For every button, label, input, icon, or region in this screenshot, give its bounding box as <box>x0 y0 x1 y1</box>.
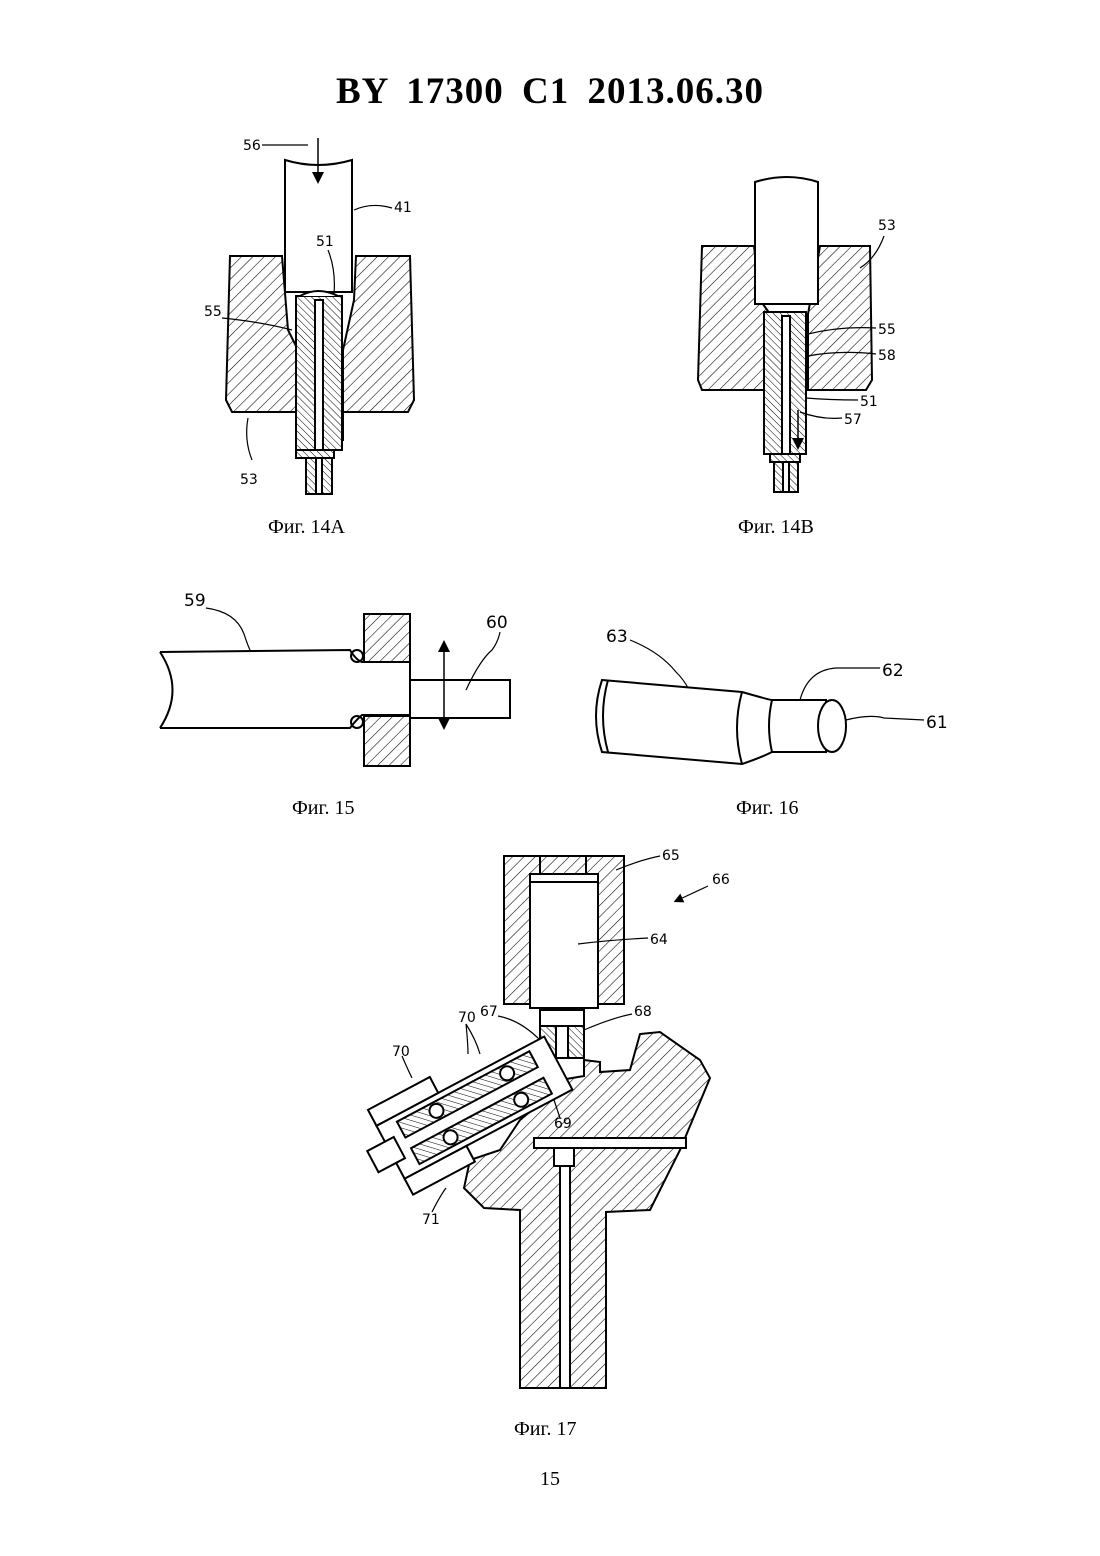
ref-51b-label: 51 <box>860 394 878 410</box>
ref-59-label: 59 <box>184 591 206 611</box>
ref-66-label: 66 <box>712 872 730 888</box>
page-number: 15 <box>0 1468 1100 1491</box>
ref-61-label: 61 <box>926 713 948 733</box>
caption-fig-17: Фиг. 17 <box>514 1418 576 1441</box>
figure-14b <box>698 177 884 492</box>
ref-55b-label: 55 <box>878 322 896 338</box>
ref-60-label: 60 <box>486 613 508 633</box>
ref-41-label: 41 <box>394 200 412 216</box>
caption-fig-15: Фиг. 15 <box>292 797 354 820</box>
ref-63-label: 63 <box>606 627 628 647</box>
ref-56-label: 56 <box>243 138 261 154</box>
ref-68-label: 68 <box>634 1004 652 1020</box>
ref-69-label: 69 <box>554 1116 572 1132</box>
caption-fig-16: Фиг. 16 <box>736 797 798 820</box>
ref-62-label: 62 <box>882 661 904 681</box>
ref-70b-label: 70 <box>392 1044 410 1060</box>
caption-fig-14b: Фиг. 14В <box>738 516 814 539</box>
ref-70a-label: 70 <box>458 1010 476 1026</box>
ref-55-label: 55 <box>204 304 222 320</box>
ref-65-label: 65 <box>662 848 680 864</box>
ref-53b-label: 53 <box>878 218 896 234</box>
ref-71-label: 71 <box>422 1212 440 1228</box>
ref-58-label: 58 <box>878 348 896 364</box>
ref-51-label: 51 <box>316 234 334 250</box>
ref-67-label: 67 <box>480 1004 498 1020</box>
ref-64-label: 64 <box>650 932 668 948</box>
ref-57-label: 57 <box>844 412 862 428</box>
figure-14a <box>222 138 414 494</box>
figure-16 <box>596 640 924 764</box>
ref-53-label: 53 <box>240 472 258 488</box>
caption-fig-14a: Фиг. 14А <box>268 516 345 539</box>
figure-15 <box>160 608 510 766</box>
